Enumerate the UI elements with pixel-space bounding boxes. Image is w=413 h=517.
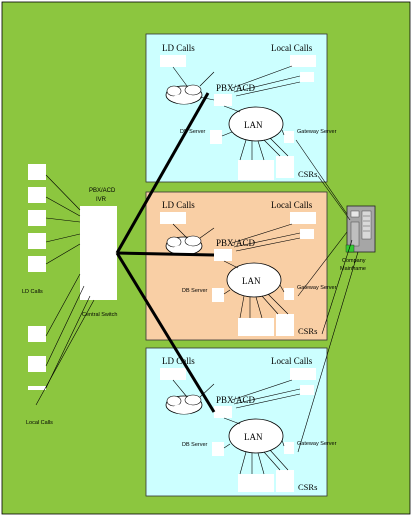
site-bottom-gateway-label: Gateway Server	[297, 441, 337, 447]
left-phone-links	[35, 174, 95, 406]
site-middle-csrs-label: CSRs	[298, 326, 317, 336]
server-box	[284, 288, 294, 300]
lan-ellipse	[226, 262, 282, 298]
phone-box	[290, 368, 316, 380]
site-bottom-links	[172, 379, 301, 475]
site-top-gateway-label: Gateway Server	[297, 129, 337, 135]
pbx-box	[214, 94, 232, 106]
csr-desk-box	[276, 156, 294, 178]
central-pbx-label: PBX/ACD	[89, 188, 116, 194]
phone-box	[300, 72, 314, 82]
phone-box	[300, 229, 314, 239]
csr-desk-box	[238, 318, 274, 336]
phone-box	[160, 368, 186, 380]
site-middle-lan-label: LAN	[242, 276, 261, 286]
site-top-links	[172, 65, 301, 161]
central-switch-box	[80, 206, 117, 300]
csr-desk-box	[276, 470, 294, 492]
phone-box	[290, 55, 316, 67]
site-bottom-local-calls-label: Local Calls	[271, 356, 313, 366]
phone-box	[28, 210, 46, 226]
phone-box	[160, 212, 186, 224]
site-middle-gateway-label: Gateway Server	[297, 285, 337, 291]
site-middle-local-calls-label: Local Calls	[271, 200, 313, 210]
mainframe-links	[295, 139, 359, 453]
server-box	[212, 288, 224, 302]
site-middle-links	[172, 223, 301, 319]
pstn-cloud-icon	[165, 394, 203, 415]
phone-box	[28, 356, 46, 372]
pbx-box	[214, 249, 232, 261]
phone-box	[28, 256, 46, 272]
lan-ellipse	[228, 106, 284, 142]
site-middle-db-server-label: DB Server	[182, 288, 208, 294]
csr-desk-box	[238, 474, 274, 492]
phone-box	[28, 164, 46, 180]
phone-box	[28, 386, 46, 390]
site-top-ld-calls-label: LD Calls	[162, 43, 195, 53]
left-ld-phones	[28, 164, 46, 272]
mainframe-label-line1: Company	[342, 258, 366, 264]
csr-desk-box	[276, 314, 294, 336]
phone-box	[28, 326, 46, 342]
site-top-csrs-label: CSRs	[298, 169, 317, 179]
site-bottom-ld-calls-label: LD Calls	[162, 356, 195, 366]
server-box	[284, 442, 294, 454]
phone-box	[300, 385, 314, 395]
site-bottom-pbx-label: PBX/ACD	[216, 395, 256, 405]
lan-ellipse	[228, 418, 284, 454]
server-box	[284, 131, 294, 143]
site-bottom-lan-label: LAN	[244, 432, 263, 442]
site-top-pbx-label: PBX/ACD	[216, 83, 256, 93]
site-bottom: LD Calls Local Calls PBX/ACD LAN DB Serv…	[145, 347, 337, 497]
pbx-box	[214, 406, 232, 418]
site-middle-pbx-label: PBX/ACD	[216, 238, 256, 248]
phone-box	[290, 212, 316, 224]
site-top-local-calls-label: Local Calls	[271, 43, 313, 53]
phone-box	[160, 55, 186, 67]
site-bottom-db-server-label: DB Server	[182, 442, 208, 448]
site-middle: LD Calls Local Calls PBX/ACD LAN DB Serv…	[145, 191, 337, 341]
server-box	[212, 442, 224, 456]
site-bottom-csrs-label: CSRs	[298, 482, 317, 492]
site-middle-ld-calls-label: LD Calls	[162, 200, 195, 210]
phone-box	[28, 187, 46, 203]
site-top: LD Calls Local Calls PBX/ACD LAN DB Serv…	[145, 33, 337, 183]
left-ld-calls-label: LD Calls	[22, 289, 43, 295]
mainframe-icon	[345, 205, 376, 253]
phone-box	[28, 233, 46, 249]
pstn-cloud-icon	[165, 84, 203, 105]
site-top-lan-label: LAN	[244, 120, 263, 130]
left-local-calls-label: Local Calls	[26, 420, 53, 426]
pstn-cloud-icon	[165, 235, 203, 256]
central-switch-label: Central Switch	[82, 312, 117, 318]
server-box	[210, 130, 222, 144]
trunk-lines	[115, 92, 216, 413]
central-ivr-label: IVR	[96, 197, 107, 203]
central-switch: PBX/ACD IVR Central Switch	[80, 188, 117, 318]
csr-desk-box	[238, 160, 274, 180]
left-local-phones	[28, 326, 46, 390]
site-top-db-server-label: DB Server	[180, 129, 206, 135]
